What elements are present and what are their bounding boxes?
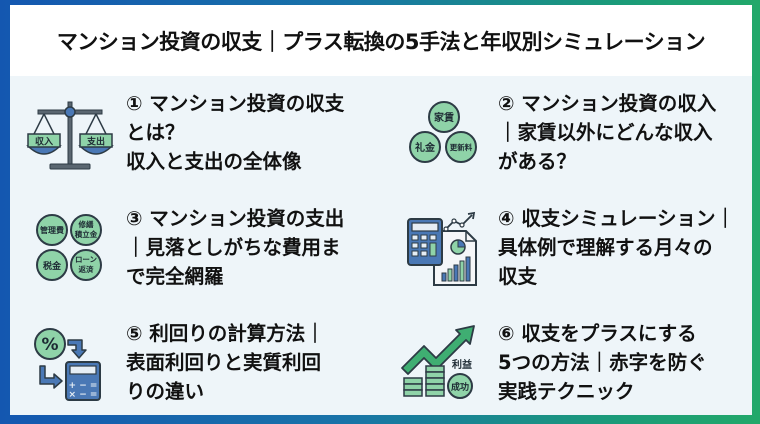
- balance-scale-icon: 収入 支出: [22, 88, 118, 178]
- topic-card-4[interactable]: ④ 収支シミュレーション｜ 具体例で理解する月々の 収支: [382, 191, 752, 304]
- line: で完全網羅: [126, 265, 224, 288]
- svg-text:更新料: 更新料: [450, 142, 473, 152]
- svg-text:返済: 返済: [79, 264, 94, 274]
- line: 5つの方法｜赤字を防ぐ: [498, 351, 707, 374]
- line: 表面利回りと実質利回: [126, 351, 322, 374]
- topic-title-4: ④ 収支シミュレーション｜ 具体例で理解する月々の 収支: [498, 204, 748, 291]
- svg-text:収入: 収入: [35, 135, 53, 147]
- svg-text:ローン: ローン: [75, 255, 98, 264]
- line: とは？: [126, 121, 185, 144]
- topic-card-5[interactable]: % + − = × − = ⑤ 利回りの計算方法｜ 表面利回りと実質利回 りの違…: [10, 306, 380, 419]
- svg-text:修繕: 修繕: [78, 219, 94, 229]
- calculator-chart-icon: [394, 203, 490, 293]
- line: 収支: [498, 265, 538, 288]
- profit-growth-icon: 利益 成功: [394, 318, 490, 408]
- topic-card-3[interactable]: 管理費 修繕 積立金 税金 ローン 返済 ③ マンション投資の支出 ｜見落としが…: [10, 191, 380, 304]
- topic-title-2: ② マンション投資の収入 ｜家賃以外にどんな収入 がある？: [498, 89, 748, 176]
- svg-text:成功: 成功: [451, 381, 469, 393]
- percent-calculator-icon: % + − = × − =: [22, 318, 118, 408]
- svg-text:積立金: 積立金: [74, 229, 98, 239]
- line: 収入と支出の全体像: [126, 150, 302, 173]
- infographic-frame: マンション投資の収支｜プラス転換の5手法と年収別シミュレーション: [10, 5, 752, 415]
- topic-title-6: ⑥ 収支をプラスにする 5つの方法｜赤字を防ぐ 実践テクニック: [498, 319, 748, 406]
- line: ｜家賃以外にどんな収入: [498, 121, 713, 144]
- svg-text:税金: 税金: [43, 260, 62, 272]
- income-circles-icon: 家賃 礼金 更新料: [394, 88, 490, 178]
- topic-title-5: ⑤ 利回りの計算方法｜ 表面利回りと実質利回 りの違い: [126, 319, 376, 406]
- line: ③ マンション投資の支出: [126, 207, 345, 230]
- svg-text:× − =: × − =: [69, 390, 98, 400]
- svg-text:支出: 支出: [86, 135, 105, 147]
- line: ④ 収支シミュレーション｜: [498, 207, 736, 230]
- svg-text:%: %: [41, 335, 58, 355]
- line: ② マンション投資の収入: [498, 92, 717, 115]
- line: ｜見落としがちな費用ま: [126, 236, 341, 259]
- topic-card-6[interactable]: 利益 成功 ⑥ 収支をプラスにする 5つの方法｜赤字を防ぐ 実践テクニック: [382, 306, 752, 419]
- svg-text:管理費: 管理費: [40, 225, 64, 235]
- line: ⑥ 収支をプラスにする: [498, 322, 697, 345]
- svg-text:+ − =: + − =: [69, 381, 98, 391]
- line: ⑤ 利回りの計算方法｜: [126, 322, 325, 345]
- line: 具体例で理解する月々の: [498, 236, 713, 259]
- svg-text:礼金: 礼金: [415, 141, 436, 154]
- topic-grid: 収入 支出 ① マンション投資の収支 とは？ 収入と支出の全体像 家賃 礼金 更…: [10, 76, 752, 415]
- topic-card-2[interactable]: 家賃 礼金 更新料 ② マンション投資の収入 ｜家賃以外にどんな収入 がある？: [382, 76, 752, 189]
- expense-circles-icon: 管理費 修繕 積立金 税金 ローン 返済: [22, 203, 118, 293]
- svg-text:利益: 利益: [452, 358, 472, 371]
- topic-title-3: ③ マンション投資の支出 ｜見落としがちな費用ま で完全網羅: [126, 204, 376, 291]
- page-title: マンション投資の収支｜プラス転換の5手法と年収別シミュレーション: [56, 29, 706, 54]
- line: りの違い: [126, 380, 205, 403]
- line: がある？: [498, 150, 577, 173]
- svg-text:家賃: 家賃: [434, 111, 454, 124]
- header: マンション投資の収支｜プラス転換の5手法と年収別シミュレーション: [10, 5, 752, 76]
- topic-title-1: ① マンション投資の収支 とは？ 収入と支出の全体像: [126, 89, 376, 176]
- line: 実践テクニック: [498, 380, 635, 403]
- topic-card-1[interactable]: 収入 支出 ① マンション投資の収支 とは？ 収入と支出の全体像: [10, 76, 380, 189]
- line: ① マンション投資の収支: [126, 92, 345, 115]
